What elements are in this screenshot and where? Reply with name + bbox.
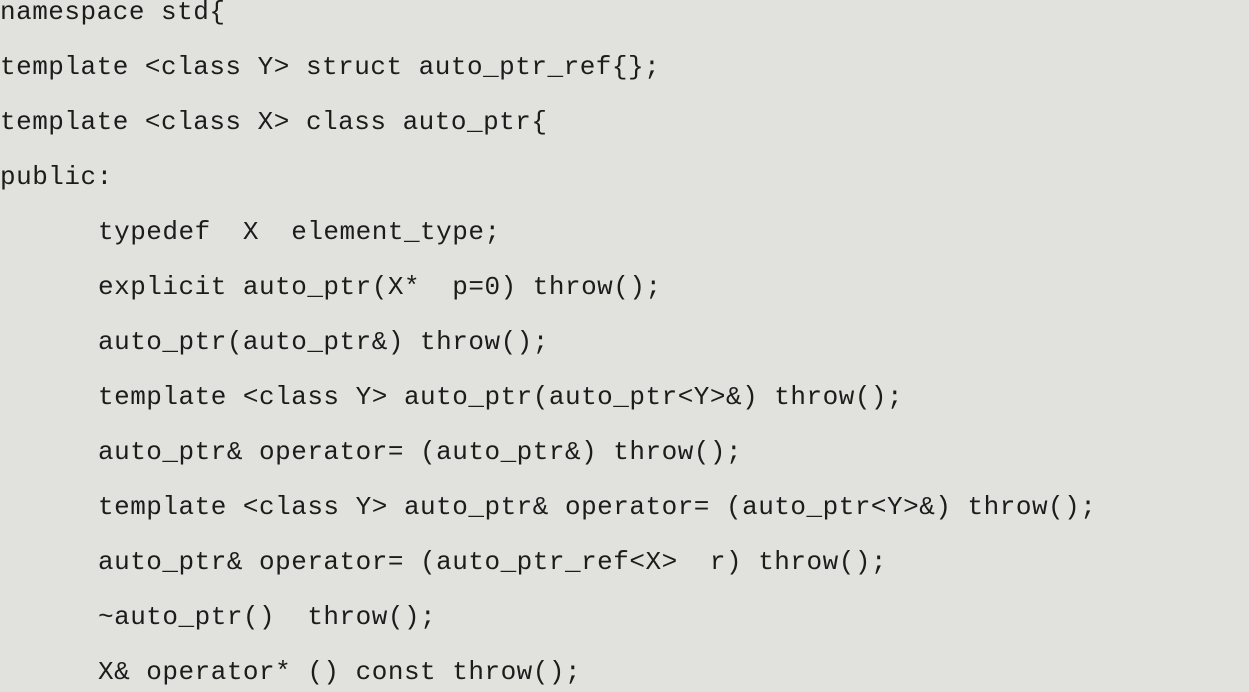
code-line-template-assign-operator: template <class Y> auto_ptr& operator= (… (98, 492, 1097, 522)
code-line-copy-ctor: auto_ptr(auto_ptr&) throw(); (98, 327, 549, 357)
code-line-class-auto-ptr: template <class X> class auto_ptr{ (0, 107, 548, 137)
code-line-ref-assign-operator: auto_ptr& operator= (auto_ptr_ref<X> r) … (98, 547, 888, 577)
code-line-namespace: namespace std{ (0, 0, 226, 27)
code-line-template-ctor: template <class Y> auto_ptr(auto_ptr<Y>&… (98, 382, 904, 412)
code-line-typedef: typedef X element_type; (98, 217, 501, 247)
code-line-destructor: ~auto_ptr() throw(); (98, 602, 437, 632)
code-line-public: public: (0, 162, 113, 192)
code-line-explicit-ctor: explicit auto_ptr(X* p=0) throw(); (98, 272, 662, 302)
code-line-auto-ptr-ref: template <class Y> struct auto_ptr_ref{}… (0, 52, 661, 82)
code-line-assign-operator: auto_ptr& operator= (auto_ptr&) throw(); (98, 437, 743, 467)
code-line-dereference-operator: X& operator* () const throw(); (98, 657, 582, 687)
